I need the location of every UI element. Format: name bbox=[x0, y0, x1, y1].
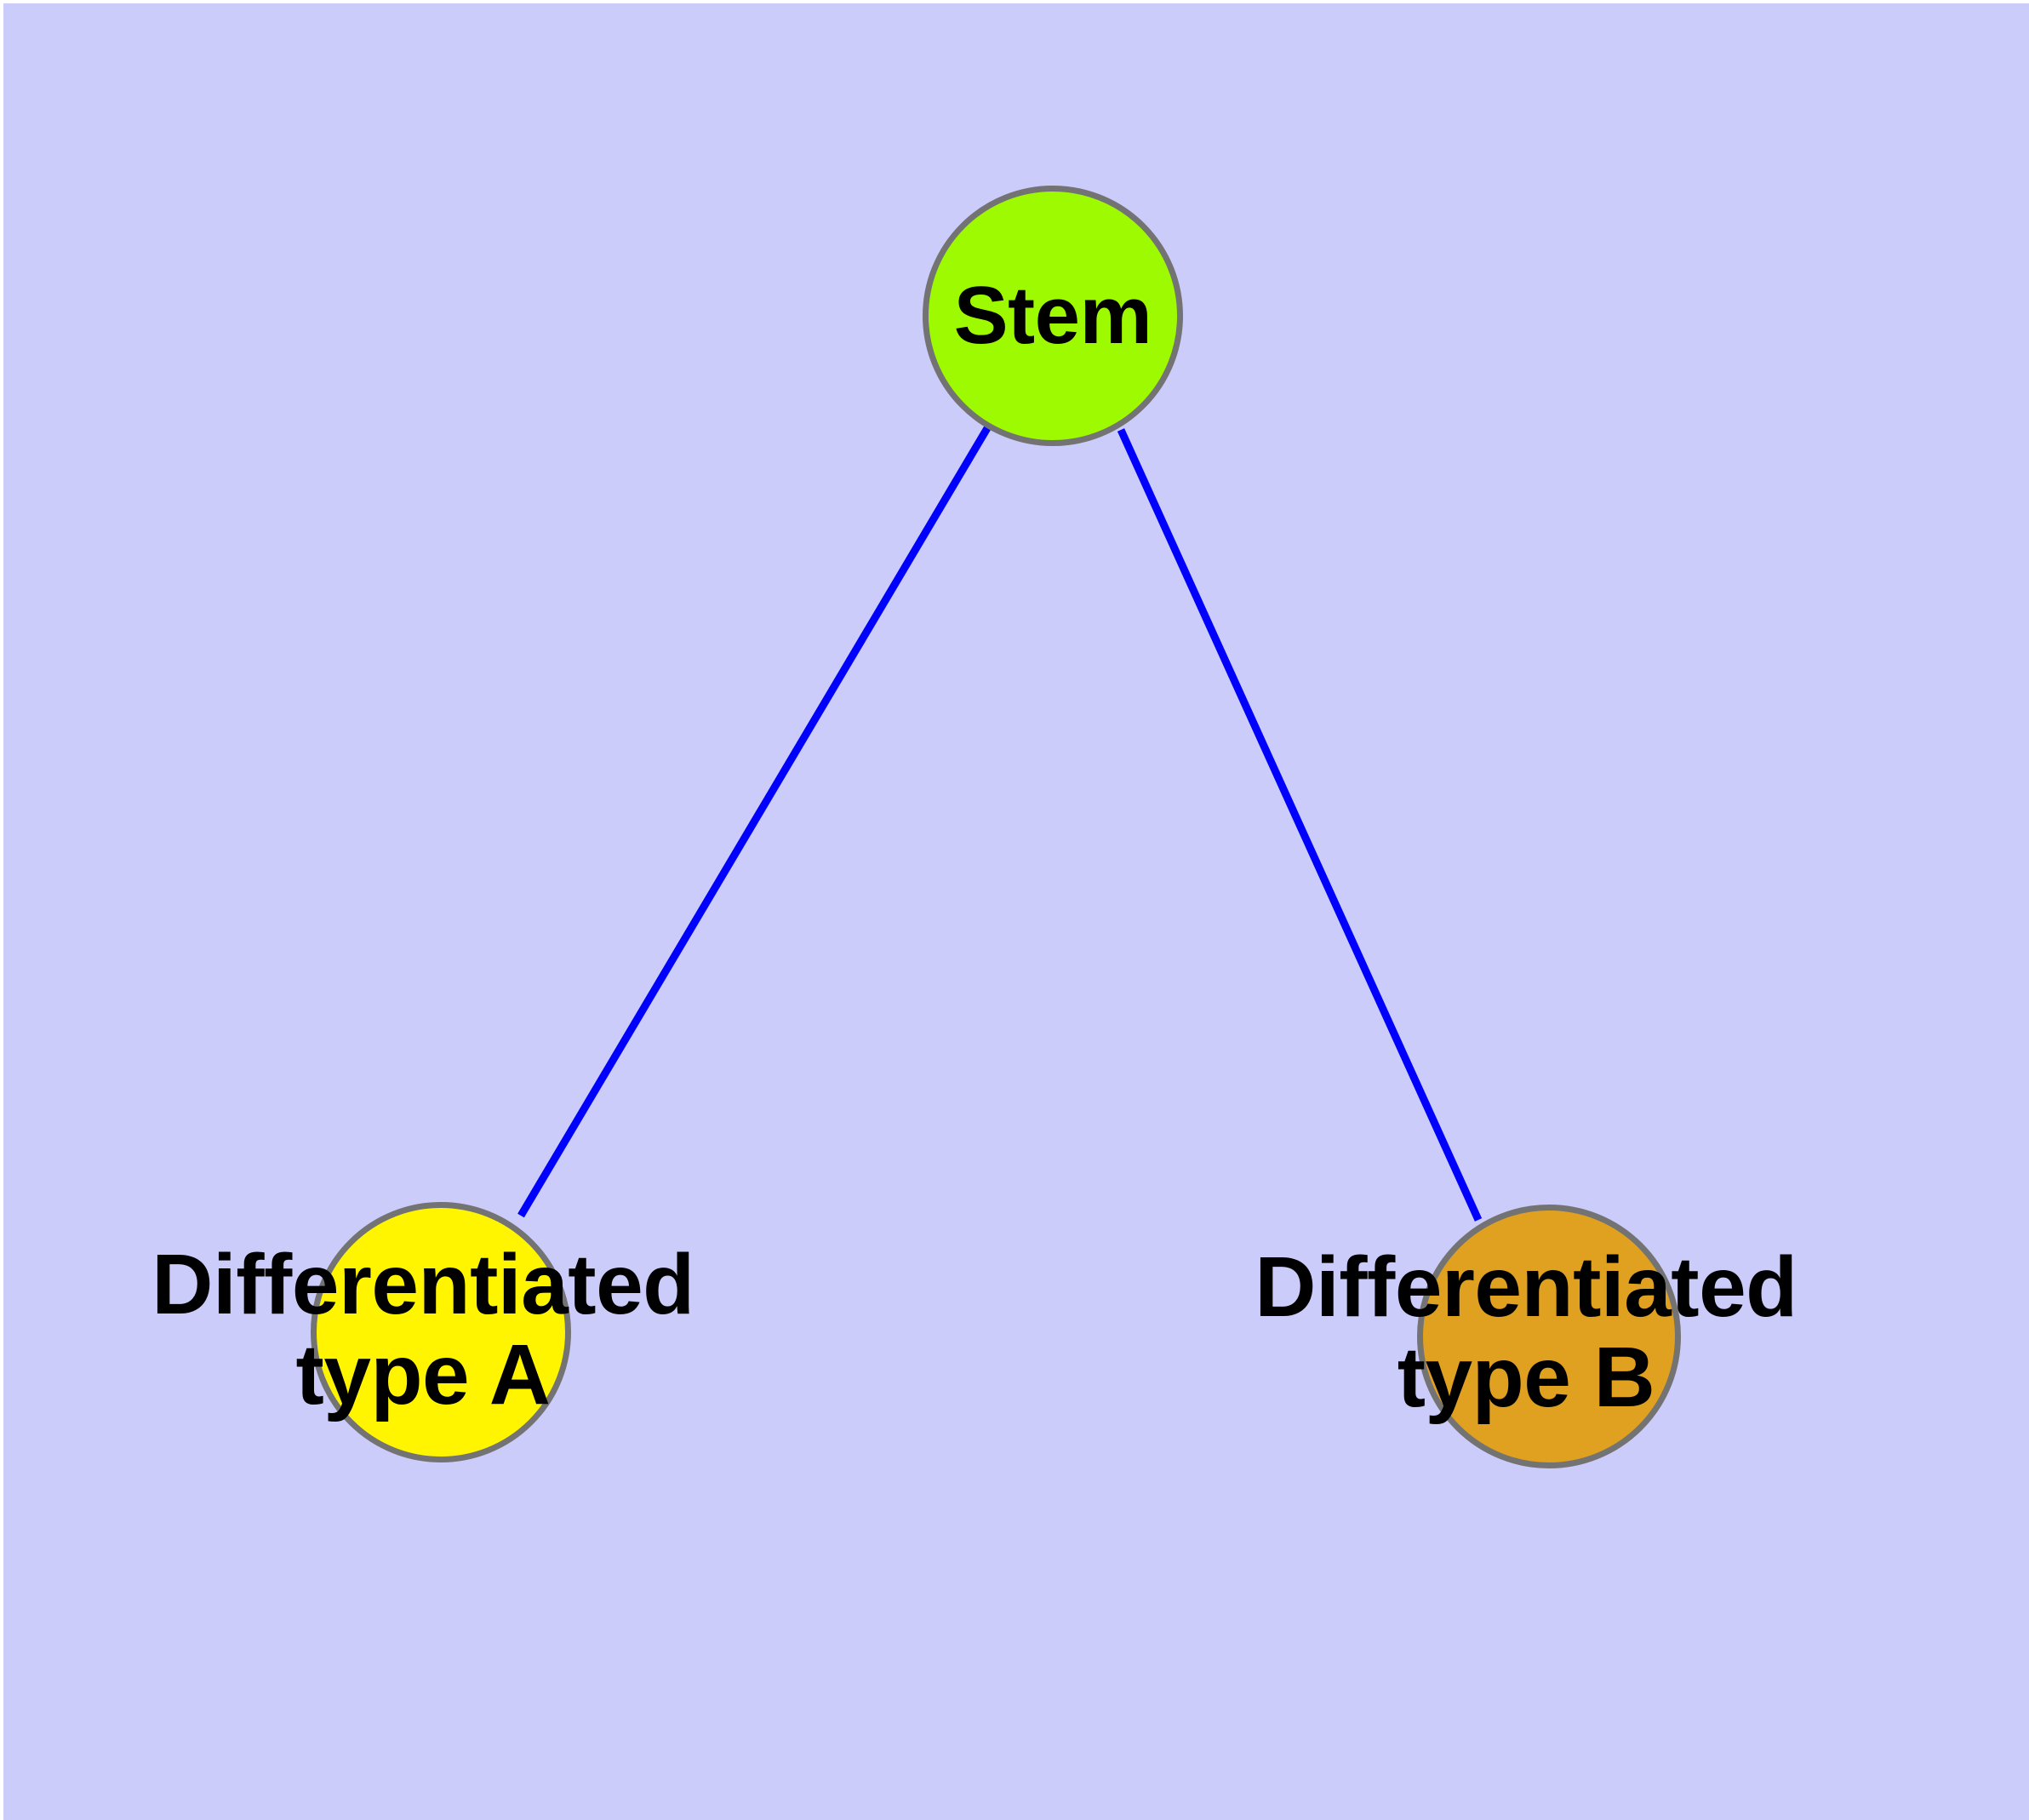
edge-layer bbox=[517, 426, 1483, 1222]
node-diff-type-b[interactable] bbox=[1417, 1205, 1681, 1468]
edge-stem-to-type-b bbox=[1117, 428, 1483, 1222]
node-diff-type-a[interactable] bbox=[311, 1202, 571, 1462]
node-stem[interactable] bbox=[923, 186, 1183, 446]
edge-stem-to-type-a bbox=[517, 426, 991, 1218]
node-layer bbox=[311, 186, 1681, 1468]
